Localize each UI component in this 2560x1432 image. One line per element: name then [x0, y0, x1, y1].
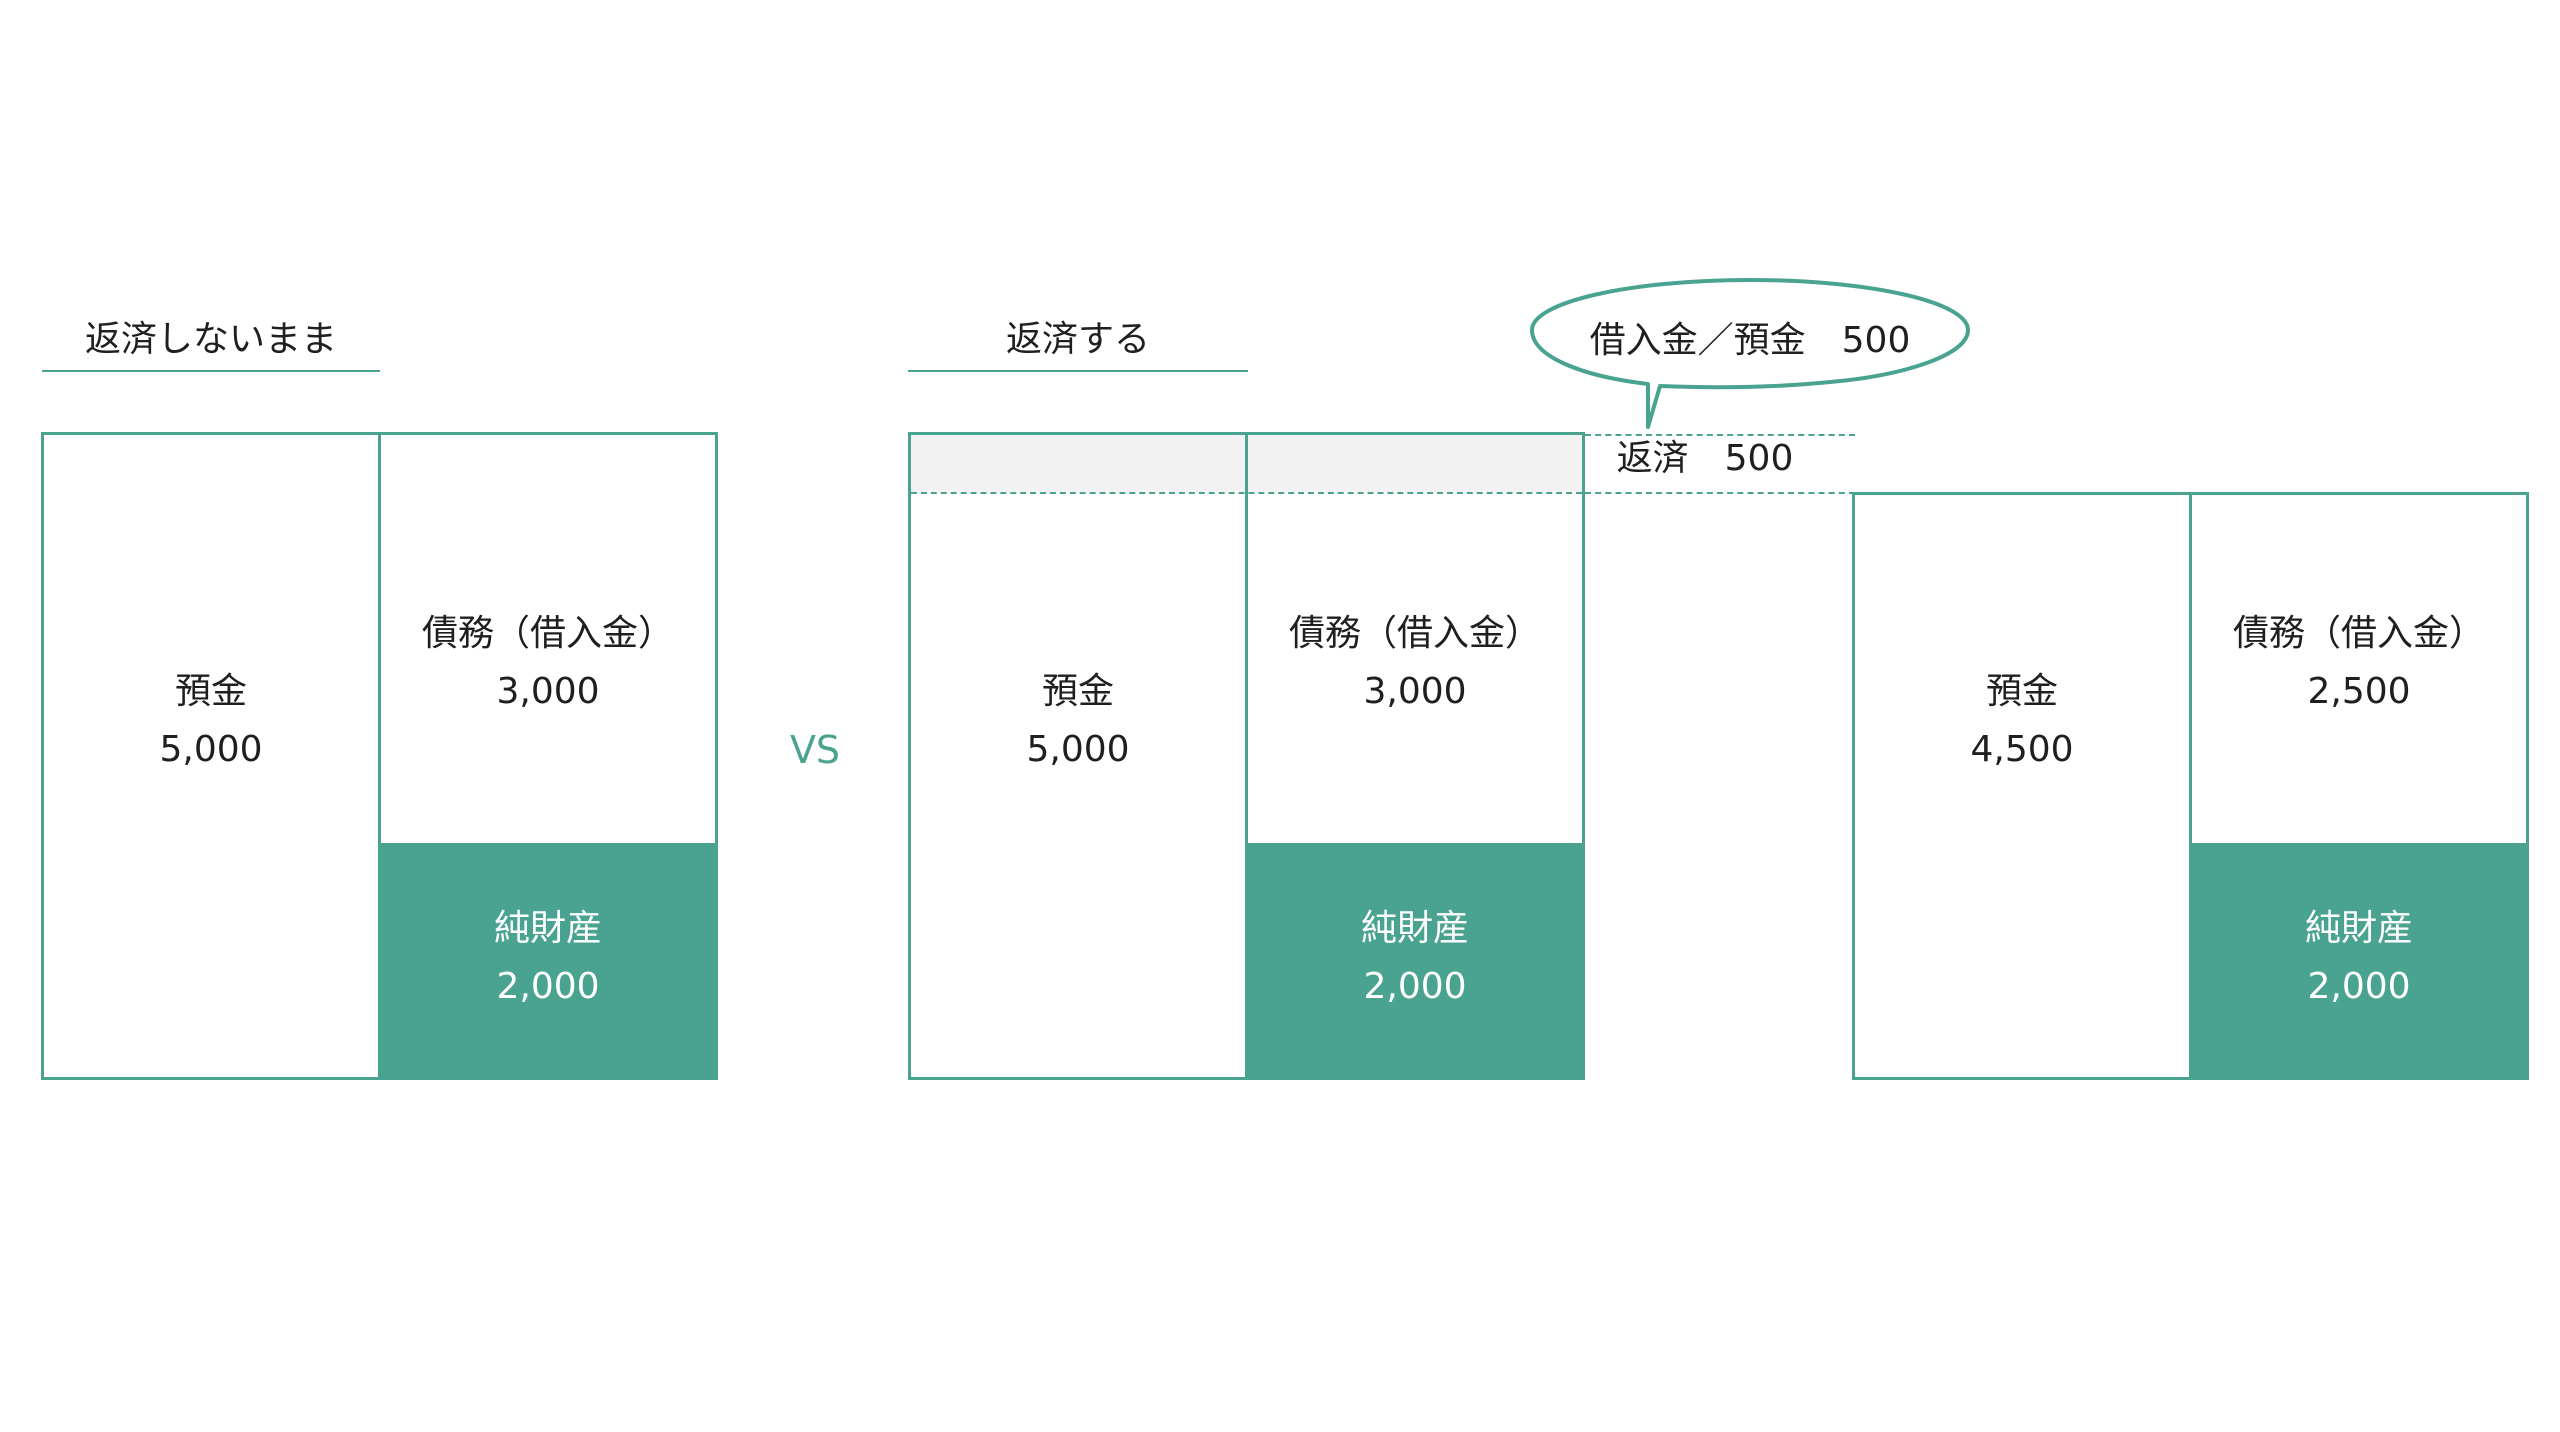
left-debt-value: 3,000: [496, 671, 600, 712]
left-debt-text: 債務（借入金） 3,000: [378, 605, 718, 721]
left-asset-text: 預金 5,000: [41, 663, 381, 779]
right-debt-value: 2,500: [2307, 671, 2411, 712]
middle-repaid-divider: [911, 492, 1582, 494]
middle-asset-value: 5,000: [1026, 729, 1130, 770]
right-equity-value: 2,000: [2307, 966, 2411, 1007]
left-debt-label: 債務（借入金）: [421, 613, 674, 654]
right-debt-box: [2189, 492, 2529, 846]
callout-bubble: [1530, 278, 1970, 429]
middle-equity-label: 純財産: [1360, 908, 1469, 949]
middle-debt-label: 債務（借入金）: [1288, 613, 1541, 654]
right-asset-label: 預金: [1985, 671, 2058, 712]
middle-debt-text: 債務（借入金） 3,000: [1245, 605, 1585, 721]
middle-asset-repaid-strip: [911, 435, 1245, 492]
right-debt-text: 債務（借入金） 2,500: [2189, 605, 2529, 721]
middle-equity-text: 純財産 2,000: [1245, 900, 1585, 1016]
callout-bubble-shape: [1530, 278, 1970, 429]
left-equity-value: 2,000: [496, 966, 600, 1007]
middle-debt-repaid-strip: [1248, 435, 1582, 492]
middle-asset-text: 預金 5,000: [908, 663, 1248, 779]
left-debt-box: [378, 432, 718, 846]
middle-debt-box: [1245, 432, 1585, 846]
left-equity-text: 純財産 2,000: [378, 900, 718, 1016]
left-equity-box: [378, 843, 718, 1080]
right-asset-value: 4,500: [1970, 729, 2074, 770]
right-equity-text: 純財産 2,000: [2189, 900, 2529, 1016]
middle-equity-box: [1245, 843, 1585, 1080]
callout-text: 借入金／預金 500: [1589, 320, 1911, 361]
left-asset-value: 5,000: [159, 729, 263, 770]
repay-label: 返済 500: [1616, 438, 1794, 479]
left-title: 返済しないまま: [42, 318, 380, 372]
middle-debt-value: 3,000: [1363, 671, 1467, 712]
right-equity-box: [2189, 843, 2529, 1080]
left-asset-box: [41, 432, 381, 1080]
right-asset-box: [1852, 492, 2192, 1080]
repay-top-dashed-line: [1585, 434, 1855, 436]
right-debt-label: 債務（借入金）: [2232, 613, 2485, 654]
right-equity-label: 純財産: [2304, 908, 2413, 949]
vs-label: VS: [789, 728, 841, 772]
left-equity-label: 純財産: [493, 908, 602, 949]
middle-asset-label: 預金: [1041, 671, 1114, 712]
repay-bottom-dashed-line: [1585, 492, 1855, 494]
middle-title: 返済する: [908, 318, 1248, 372]
middle-asset-box: [908, 432, 1248, 1080]
middle-equity-value: 2,000: [1363, 966, 1467, 1007]
left-asset-label: 預金: [174, 671, 247, 712]
right-asset-text: 預金 4,500: [1852, 663, 2192, 779]
